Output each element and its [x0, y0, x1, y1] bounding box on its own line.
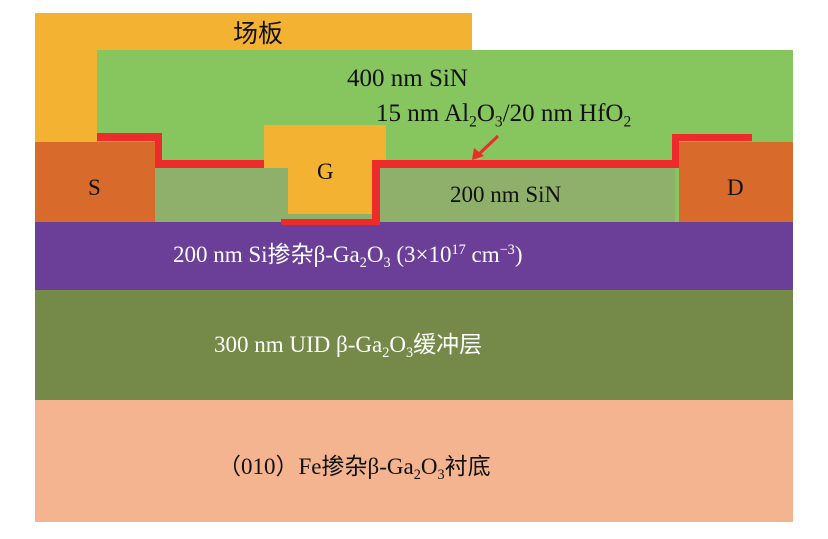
- gate-stem: [288, 160, 372, 214]
- gate-top-edge-right: [372, 158, 386, 160]
- field-plate-label: 场板: [233, 21, 284, 48]
- substrate-layer: [35, 400, 793, 522]
- field-plate-left-leg: [35, 13, 97, 148]
- arrow-head-icon: [472, 148, 484, 160]
- channel-layer: [35, 222, 793, 290]
- gate-label: G: [317, 159, 334, 184]
- dielectric-label: 15 nm Al2O3/20 nm HfO2: [376, 100, 632, 131]
- sin-bottom-layer: [155, 168, 675, 222]
- channel-label: 200 nm Si掺杂β-Ga2O3 (3×1017 cm−3): [173, 242, 523, 271]
- field-plate: [35, 13, 472, 53]
- drain-label: D: [727, 175, 744, 200]
- substrate-label: （010）Fe掺杂β-Ga2O3衬底: [218, 454, 491, 483]
- sin-bottom-label: 200 nm SiN: [450, 182, 562, 207]
- source-label: S: [88, 175, 101, 200]
- gate-top-edge-left: [264, 158, 288, 168]
- arrow-shaft: [475, 134, 500, 158]
- buffer-layer: [35, 290, 793, 400]
- sin-top-label: 400 nm SiN: [347, 65, 468, 92]
- drain-contact: [679, 142, 793, 222]
- buffer-label: 300 nm UID β-Ga2O3缓冲层: [214, 332, 483, 361]
- source-contact: [35, 142, 155, 222]
- gate-top: [264, 125, 386, 160]
